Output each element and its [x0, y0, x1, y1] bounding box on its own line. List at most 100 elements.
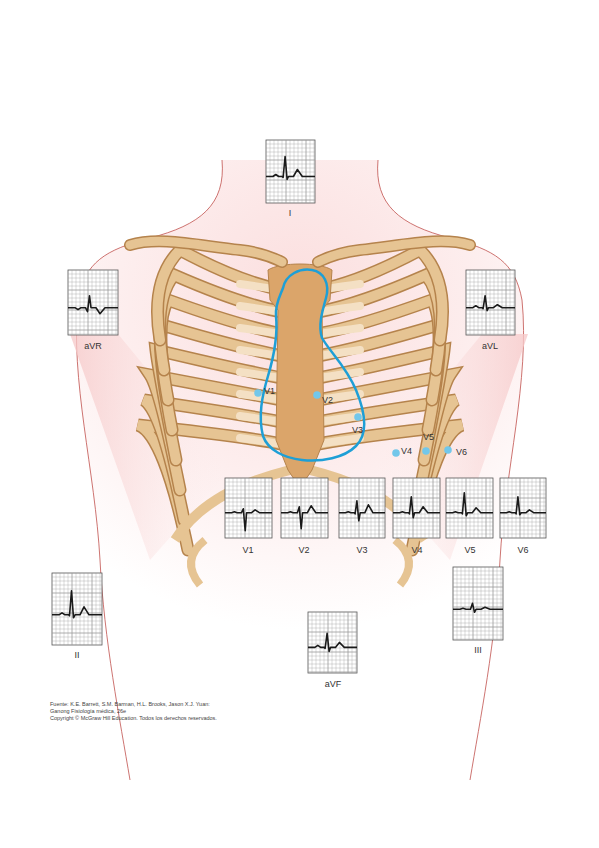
lead-label: V4 [411, 546, 422, 555]
ecg-grid [359, 478, 360, 538]
ecg-grid [466, 298, 515, 299]
ecg-grid [383, 478, 384, 538]
ecg-grid [506, 270, 507, 335]
ecg-grid [257, 478, 258, 538]
ecg-grid [308, 624, 357, 625]
ecg-grid [266, 152, 315, 153]
ecg-grid [308, 672, 357, 673]
ecg-strip [225, 478, 272, 538]
ecg-grid [446, 510, 493, 511]
ecg-grid [421, 478, 422, 538]
lead-label: aVF [325, 680, 342, 689]
ecg-grid [68, 322, 118, 323]
ecg-grid [493, 567, 494, 640]
ecg-grid [308, 652, 357, 653]
ecg-grid [466, 278, 515, 279]
ecg-grid [52, 597, 102, 598]
ecg-trace [308, 633, 357, 651]
costal-margin [175, 470, 290, 540]
ecg-grid [68, 326, 118, 327]
ecg-grid [481, 567, 482, 640]
ecg-grid [225, 478, 272, 538]
costal-cartilage [318, 328, 360, 334]
ecg-grid [393, 526, 440, 527]
lead-label: V6 [517, 546, 528, 555]
ecg-grid [339, 478, 385, 538]
ecg-grid [308, 616, 357, 617]
ecg-grid [500, 494, 546, 495]
lead-label: V2 [298, 546, 309, 555]
ecg-grid [500, 526, 546, 527]
ecg-grid [281, 526, 328, 527]
ecg-grid [500, 482, 546, 483]
ecg-grid [397, 478, 398, 538]
ecg-grid [339, 494, 385, 495]
ecg-grid [393, 514, 440, 515]
ecg-grid [446, 502, 493, 503]
ecg-grid [225, 490, 272, 491]
ecg-grid [339, 526, 385, 527]
ecg-strip [446, 478, 493, 538]
ecg-grid [52, 577, 102, 578]
ecg-grid [52, 605, 102, 606]
lead-label: V4 [401, 447, 412, 456]
ecg-grid [500, 490, 546, 491]
rib [318, 325, 440, 430]
ecg-grid [339, 514, 385, 515]
rib [318, 250, 443, 340]
ecg-grid [321, 478, 322, 538]
ecg-grid [266, 180, 315, 181]
ecg-grid [500, 530, 546, 531]
ecg-grid [446, 494, 493, 495]
ecg-trace [446, 493, 493, 516]
ecg-grid [225, 518, 272, 519]
lead-label: II [74, 651, 79, 660]
rib [160, 325, 282, 430]
ecg-grid [401, 478, 402, 538]
rib [318, 250, 443, 340]
ecg-grid [68, 310, 118, 311]
ecg-grid [278, 140, 279, 203]
costal-cartilage [240, 372, 282, 378]
ecg-grid [305, 478, 306, 538]
ecg-grid [314, 140, 315, 203]
ecg-trace [339, 501, 385, 521]
ecg-grid [266, 196, 315, 197]
ecg-grid [308, 628, 357, 629]
ecg-strip [281, 478, 328, 538]
ecg-grid [500, 514, 546, 515]
ecg-grid [225, 482, 272, 483]
ecg-grid [294, 140, 295, 203]
clavicle [130, 241, 282, 262]
ecg-grid [536, 478, 537, 538]
ecg-grid [446, 498, 493, 499]
ecg-grid [532, 478, 533, 538]
ecg-grid [339, 506, 385, 507]
rib [158, 250, 283, 340]
ecg-grid [393, 510, 440, 511]
ecg-grid [453, 611, 503, 612]
ecg-grid [477, 567, 478, 640]
ecg-strip [52, 573, 102, 645]
ecg-grid [310, 140, 311, 203]
ecg-grid [497, 567, 498, 640]
ecg-grid [478, 478, 479, 538]
ecg-grid [308, 632, 357, 633]
ecg-grid [453, 631, 503, 632]
ecg-grid [502, 270, 503, 335]
ecg-grid [293, 478, 294, 538]
ecg-grid [282, 140, 283, 203]
ecg-trace [68, 296, 118, 314]
ecg-grid [500, 518, 546, 519]
clavicle [130, 241, 282, 262]
ecg-grid [453, 615, 503, 616]
ecg-trace [225, 509, 272, 531]
electrode-dot [392, 449, 400, 457]
ecg-grid [453, 639, 503, 640]
rib [318, 300, 439, 400]
ecg-grid [270, 140, 271, 203]
ecg-grid [225, 510, 272, 511]
ecg-grid [308, 620, 357, 621]
ecg-grid [453, 595, 503, 596]
ecg-grid [285, 478, 286, 538]
